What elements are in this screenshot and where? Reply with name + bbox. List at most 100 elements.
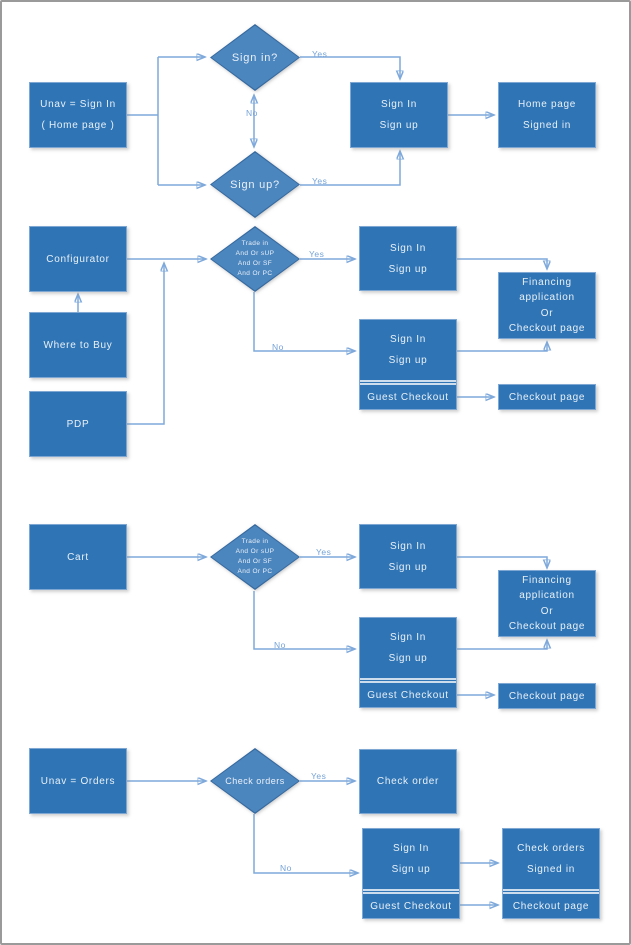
box-line: Checkout page [508,391,586,403]
box-line: ( Home page ) [41,120,115,131]
box-line: Financing [522,276,572,288]
diamond-label: And Or SF [237,260,273,267]
node-sign-in-sign-up-yes-cart: Sign In Sign up [359,524,457,589]
connector-arrow [457,556,547,567]
box-line: Sign In [380,99,418,110]
node-unav-orders: Unav = Orders [29,748,127,814]
connector-arrow [457,258,547,268]
box-line: Signed in [527,864,575,875]
edge-label-yes: Yes [316,547,332,557]
decision-sign-in: Sign in? [210,24,300,91]
edge-label-no: No [272,342,284,352]
box-line: Home page [518,99,576,110]
box-line: Configurator [46,253,110,265]
decision-trade-in-config: Trade in And Or sUP And Or SF And Or PC [210,226,300,292]
node-pdp: PDP [29,391,127,457]
box-line: application [519,292,575,303]
diamond-shape [210,748,300,814]
box-line: Checkout page [508,323,586,334]
diamond-label: And Or sUP [235,249,275,257]
edge-label-no: No [280,863,292,873]
connector-arrow [457,343,547,352]
decision-trade-in-cart: Trade in And Or sUP And Or SF And Or PC [210,524,300,590]
node-home-page-signed-in: Home page Signed in [498,82,596,148]
node-sign-in-guest-checkout-orders: Sign In Sign up Guest Checkout [362,828,460,919]
connector-arrow [253,591,354,649]
diamond-shape [210,151,300,218]
box-line: Or [540,605,554,617]
sign-in-sign-up-area: Sign In Sign up [363,829,459,889]
node-unav-sign-in: Unav = Sign In ( Home page ) [29,82,127,148]
box-line: Sign In [389,334,427,345]
box-line: Sign up [388,561,428,573]
box-line: Sign In [389,540,427,552]
box-line: Sign In [392,843,430,854]
box-line: Where to Buy [43,339,113,351]
node-where-to-buy: Where to Buy [29,312,127,378]
diamond-label: Check orders [225,776,285,786]
decision-check-orders: Check orders [210,748,300,814]
connector-arrow [253,814,357,873]
box-line: Guest Checkout [367,391,449,403]
box-line: Check order [376,776,440,787]
node-checkout-page-config: Checkout page [498,384,596,410]
connector-arrow [253,292,354,351]
node-checkout-page-cart: Checkout page [498,683,596,709]
box-line: application [519,590,575,601]
decision-sign-up: Sign up? [210,151,300,218]
node-cart: Cart [29,524,127,590]
box-line: Unav = Orders [40,775,116,787]
box-line: Checkout page [508,621,586,632]
box-line: Checkout page [508,690,586,702]
box-line: Unav = Sign In [40,99,116,110]
sign-in-sign-up-area: Sign In Sign up [360,618,456,678]
guest-checkout-area: Guest Checkout [360,380,456,409]
diamond-label: Trade in [241,239,269,247]
edge-label-yes: Yes [312,176,328,186]
diamond-label: Sign up? [230,178,280,191]
node-sign-in-guest-checkout-cart: Sign In Sign up Guest Checkout [359,617,457,708]
sign-in-sign-up-area: Sign In Sign up [360,320,456,380]
node-configurator: Configurator [29,226,127,292]
edge-label-no: No [274,640,286,650]
node-sign-in-sign-up-yes-config: Sign In Sign up [359,226,457,291]
diamond-label: Sign in? [231,51,279,64]
box-line: Guest Checkout [367,689,449,701]
node-sign-in-sign-up-home: Sign In Sign up [350,82,448,148]
box-line: Guest Checkout [370,900,452,912]
edge-label-yes: Yes [311,771,327,781]
guest-checkout-area: Guest Checkout [363,889,459,918]
diamond-shape [210,24,300,91]
box-line: Signed in [523,120,571,131]
diamond-shape [210,226,300,292]
box-line: PDP [66,418,90,430]
node-financing-or-checkout-cart: Financing application Or Checkout page [498,570,596,637]
diamond-shape [210,524,300,590]
checkout-page-area: Checkout page [503,889,599,918]
box-line: Sign up [391,864,431,875]
diamond-label: And Or PC [237,568,273,576]
box-line: Or [540,307,554,319]
box-line: Checkout page [512,900,590,912]
diamond-label: And Or PC [237,270,273,278]
diamond-label: Trade in [241,537,269,545]
edge-label-yes: Yes [312,49,328,59]
diamond-label: And Or sUP [235,547,275,555]
box-line: Sign up [388,653,428,664]
edge-label-yes: Yes [309,249,325,259]
box-line: Sign In [389,632,427,643]
node-check-orders-signed-in: Check orders Signed in Checkout page [502,828,600,919]
node-financing-or-checkout-config: Financing application Or Checkout page [498,272,596,339]
guest-checkout-area: Guest Checkout [360,678,456,707]
box-line: Sign In [389,242,427,254]
connector-arrow [300,56,400,78]
diamond-label: And Or SF [237,558,273,565]
connector-arrow [127,264,164,425]
box-line: Check orders [517,843,585,854]
box-line: Financing [522,574,572,586]
check-orders-signed-in-area: Check orders Signed in [503,829,599,889]
box-line: Cart [67,551,89,563]
node-sign-in-guest-checkout-config: Sign In Sign up Guest Checkout [359,319,457,410]
box-line: Sign up [388,355,428,366]
